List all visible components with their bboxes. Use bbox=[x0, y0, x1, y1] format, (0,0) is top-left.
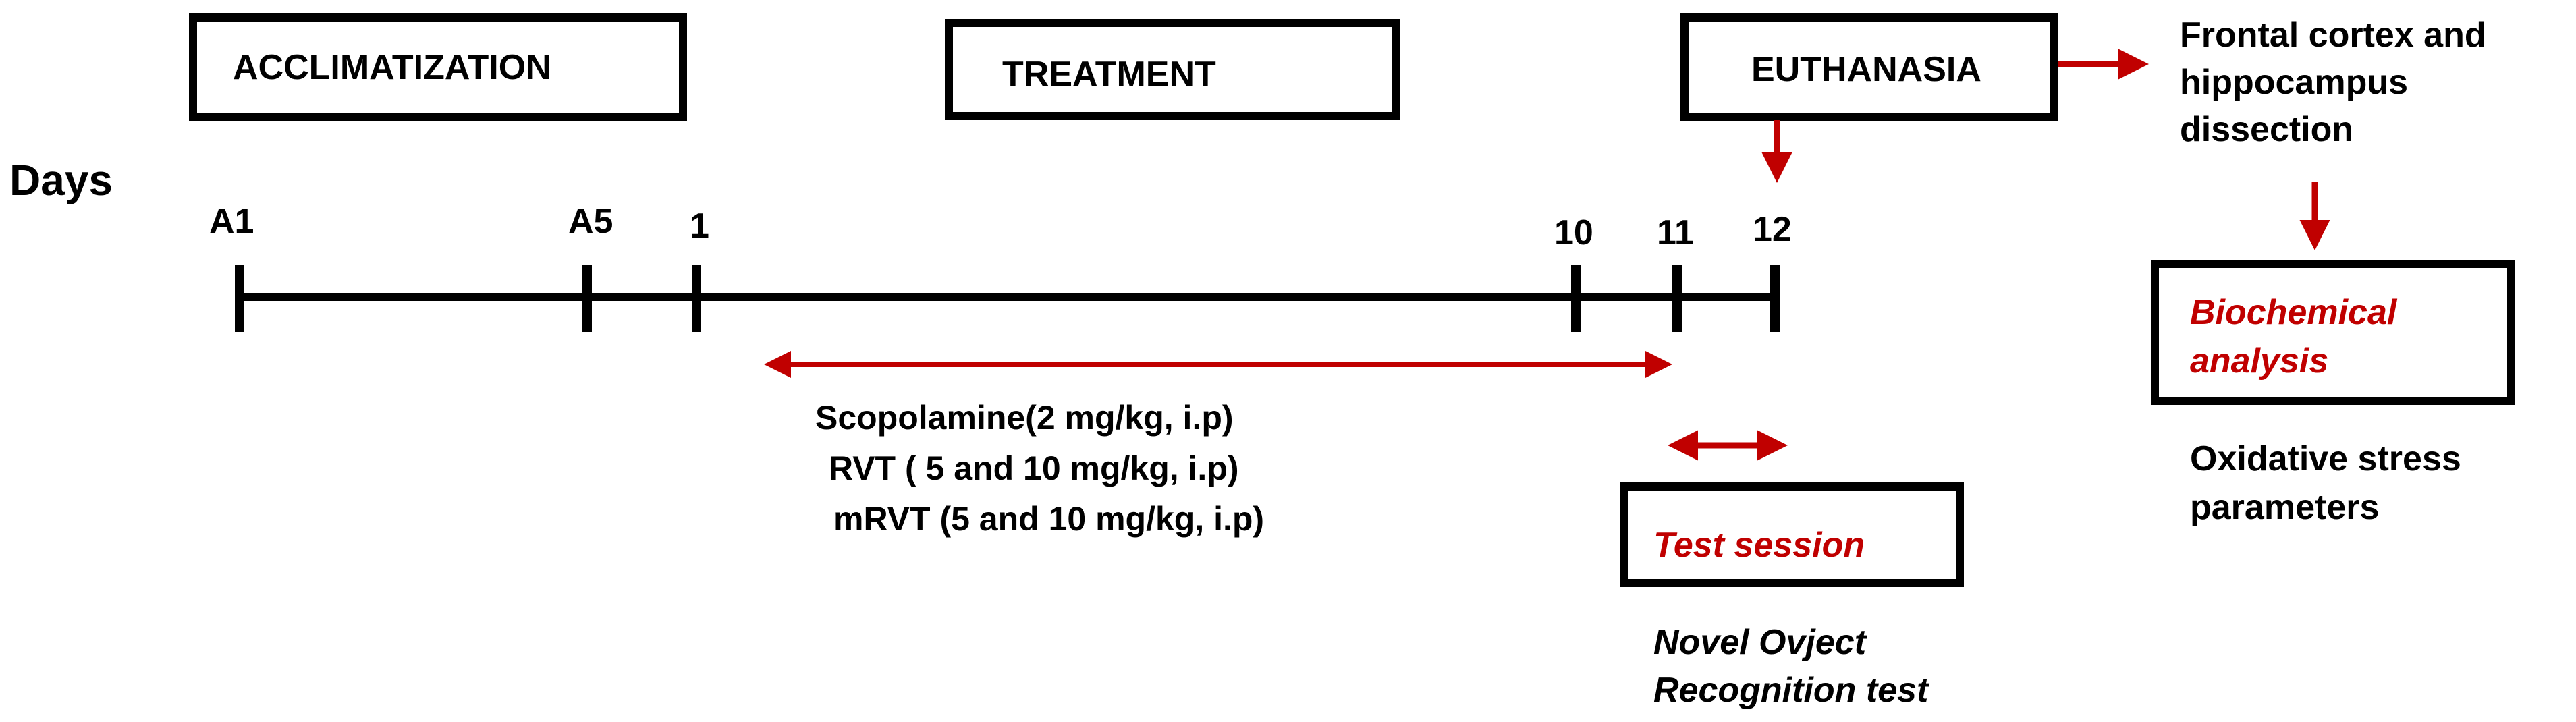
day-label-12: 12 bbox=[1753, 210, 1792, 249]
biochemical-box bbox=[2151, 260, 2515, 405]
treatment-box bbox=[945, 19, 1400, 120]
dissection-line-2: hippocampus bbox=[2180, 63, 2409, 102]
day-label-10: 10 bbox=[1554, 213, 1593, 252]
day-label-1: 1 bbox=[690, 206, 709, 246]
treatment-drug-3: mRVT (5 and 10 mg/kg, i.p) bbox=[833, 500, 1265, 538]
treatment-drug-1: Scopolamine(2 mg/kg, i.p) bbox=[815, 399, 1234, 437]
dissection-line-1: Frontal cortex and bbox=[2180, 16, 2486, 55]
biochemical-parameters-line-2: parameters bbox=[2190, 488, 2380, 527]
day-label-11: 11 bbox=[1657, 213, 1694, 252]
treatment-label: TREATMENT bbox=[1002, 55, 1216, 94]
dissection-line-3: dissection bbox=[2180, 110, 2354, 149]
days-axis-label: Days bbox=[9, 156, 113, 204]
biochemical-parameters-line-1: Oxidative stress bbox=[2190, 439, 2461, 478]
test-session-line-2: Recognition test bbox=[1653, 671, 1929, 710]
test-session-box bbox=[1620, 482, 1964, 587]
acclimatization-label: ACCLIMATIZATION bbox=[233, 48, 551, 87]
day-label-a1: A1 bbox=[209, 202, 254, 241]
acclimatization-box bbox=[189, 13, 687, 121]
test-session-title: Test session bbox=[1653, 526, 1865, 565]
day-label-a5: A5 bbox=[568, 202, 613, 241]
euthanasia-label: EUTHANASIA bbox=[1751, 50, 1981, 89]
test-session-line-1: Novel Ovject bbox=[1653, 623, 1867, 662]
euthanasia-box bbox=[1680, 13, 2058, 121]
biochemical-title-line-1: Biochemical bbox=[2190, 293, 2397, 332]
biochemical-title-line-2: analysis bbox=[2190, 341, 2329, 381]
treatment-drug-2: RVT ( 5 and 10 mg/kg, i.p) bbox=[829, 449, 1239, 487]
